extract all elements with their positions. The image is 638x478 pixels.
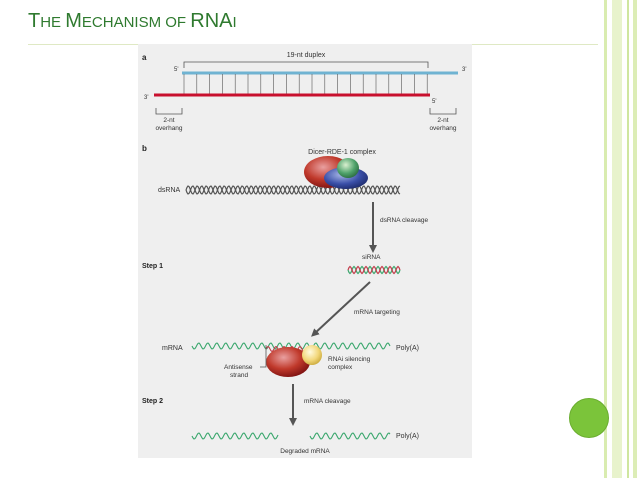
bottom-3prime: 3'	[144, 95, 148, 101]
bottom-5prime: 5'	[432, 99, 436, 105]
top-5prime: 5'	[174, 67, 178, 73]
dsrna-strand-2	[185, 185, 401, 195]
rnai-diagram: a 19-nt duplex 5' 3' 3' 5' 2-nt overhang…	[142, 52, 466, 455]
side-bar	[612, 0, 622, 478]
degraded-fragment-left	[191, 432, 279, 440]
title-rnai: RNA	[190, 10, 233, 32]
overhang-right-line1: 2-nt	[437, 117, 448, 124]
overhang-right-line2: overhang	[429, 125, 456, 132]
title-part-1: HE	[40, 14, 66, 31]
mrna-cleavage-label: mRNA cleavage	[304, 398, 351, 405]
panel-b-letter: b	[142, 144, 147, 153]
overhang-bracket-right	[429, 108, 457, 115]
side-bar	[633, 0, 637, 478]
mrna-strand	[191, 342, 391, 350]
sirna-strand-antisense	[347, 265, 401, 275]
risc-protein-red	[266, 347, 310, 377]
overhang-left-line2: overhang	[155, 125, 182, 132]
antisense-label-line1: Antisense	[224, 364, 253, 371]
slide-title: THE MECHANISM OF RNAI	[28, 10, 237, 33]
degraded-label: Degraded mRNA	[280, 448, 330, 455]
step1-label: Step 1	[142, 263, 163, 270]
top-3prime: 3'	[462, 67, 466, 73]
dsrna-strand-1	[185, 185, 401, 195]
targeting-label: mRNA targeting	[354, 309, 400, 316]
next-slide-button[interactable]	[569, 398, 609, 438]
mrna-label: mRNA	[162, 345, 183, 352]
degraded-fragment-right	[309, 432, 391, 440]
sirna-strand-sense	[347, 265, 401, 275]
targeting-arrow	[311, 281, 371, 337]
title-m: M	[65, 10, 82, 32]
polya-label-1: Poly(A)	[396, 345, 419, 352]
side-bar	[604, 0, 607, 478]
dicer-label: Dicer-RDE-1 complex	[308, 149, 376, 156]
base-pair-rungs	[183, 74, 428, 94]
decorative-side-bars	[600, 0, 638, 478]
duplex-bracket	[183, 61, 429, 68]
title-part-2: ECHANISM OF	[81, 14, 191, 31]
panel-a-letter: a	[142, 53, 147, 62]
risc-label-line1: RNAi silencing	[328, 356, 371, 363]
rnai-figure: a 19-nt duplex 5' 3' 3' 5' 2-nt overhang…	[138, 44, 472, 458]
risc-label-line2: complex	[328, 364, 353, 371]
cleavage-label: dsRNA cleavage	[380, 217, 428, 224]
side-bar	[627, 0, 629, 478]
antisense-pointer	[260, 345, 267, 368]
overhang-bracket-left	[155, 108, 183, 115]
title-first-letter: T	[28, 10, 41, 32]
title-i: I	[232, 14, 237, 31]
rde1-protein-green	[337, 158, 359, 178]
dsrna-label: dsRNA	[158, 187, 181, 194]
step2-label: Step 2	[142, 398, 163, 405]
sirna-label: siRNA	[362, 254, 381, 261]
polya-label-2: Poly(A)	[396, 433, 419, 440]
duplex-label: 19-nt duplex	[287, 52, 326, 59]
risc-protein-yellow	[302, 345, 322, 365]
overhang-left-line1: 2-nt	[163, 117, 174, 124]
antisense-label-line2: strand	[230, 372, 248, 379]
